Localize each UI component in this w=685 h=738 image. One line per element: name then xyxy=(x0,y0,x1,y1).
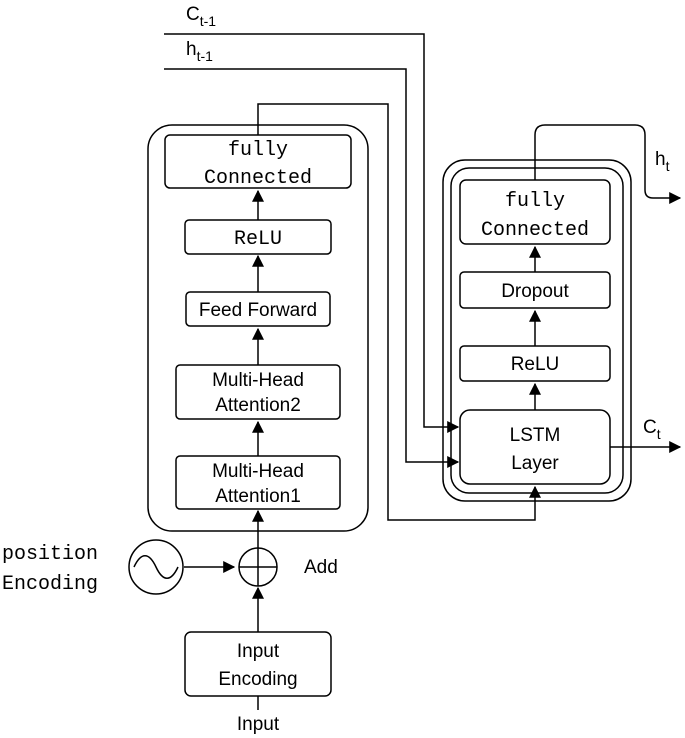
c-out-main: C xyxy=(643,417,657,438)
h-out-label: ht xyxy=(655,149,670,174)
arrow-encoder-out-to-lstm xyxy=(257,103,541,521)
decoder-frame xyxy=(442,159,632,502)
feed-forward-label: Feed Forward xyxy=(199,300,317,321)
arrow-c-prev-to-lstm xyxy=(164,33,460,433)
input-encoding-label-2: Encoding xyxy=(218,669,297,690)
mha2-label-2: Attention2 xyxy=(215,395,301,416)
c-out-sub: t xyxy=(657,426,661,442)
sine-wave-curve xyxy=(133,555,179,579)
mha1-box xyxy=(175,455,341,510)
encoder-fully-connected-box xyxy=(164,134,352,189)
decoder-fully-connected-label-2: Connected xyxy=(481,219,589,242)
decoder-fully-connected-box xyxy=(459,179,611,245)
decoder-relu-label: ReLU xyxy=(511,354,560,375)
arrow-h-prev-to-lstm xyxy=(164,68,460,468)
encoder-relu-label: ReLU xyxy=(234,228,282,251)
encoder-relu-box xyxy=(184,219,332,255)
input-encoding-box xyxy=(184,631,332,697)
arrow-fc-to-h-out xyxy=(534,124,682,204)
lstm-layer-box xyxy=(459,409,611,485)
h-prev-main: h xyxy=(186,39,197,60)
h-out-sub: t xyxy=(666,158,670,174)
dropout-label: Dropout xyxy=(501,281,569,302)
h-prev-sub: t-1 xyxy=(197,48,214,64)
c-prev-label: Ct-1 xyxy=(186,4,216,29)
input-encoding-label-1: Input xyxy=(237,641,280,662)
feed-forward-box xyxy=(185,291,331,327)
mha2-box xyxy=(175,364,341,420)
position-encoding-label-2: Encoding xyxy=(2,573,98,596)
c-prev-main: C xyxy=(186,4,200,25)
h-out-main: h xyxy=(655,149,666,170)
c-out-label: Ct xyxy=(643,417,661,442)
decoder-relu-box xyxy=(459,345,611,382)
mha2-label-1: Multi-Head xyxy=(212,370,304,391)
lstm-label-2: Layer xyxy=(511,453,559,474)
c-prev-sub: t-1 xyxy=(200,13,217,29)
position-encoding-label-1: position xyxy=(2,543,98,566)
dropout-box xyxy=(459,271,611,309)
input-label: Input xyxy=(237,714,280,735)
encoder-fully-connected-label-1: fully xyxy=(228,139,288,162)
add-label: Add xyxy=(304,557,338,578)
decoder-fully-connected-label-1: fully xyxy=(505,190,565,213)
mha1-label-2: Attention1 xyxy=(215,486,301,507)
lstm-label-1: LSTM xyxy=(510,425,561,446)
h-prev-label: ht-1 xyxy=(186,39,213,64)
mha1-label-1: Multi-Head xyxy=(212,461,304,482)
encoder-fully-connected-label-2: Connected xyxy=(204,167,312,190)
